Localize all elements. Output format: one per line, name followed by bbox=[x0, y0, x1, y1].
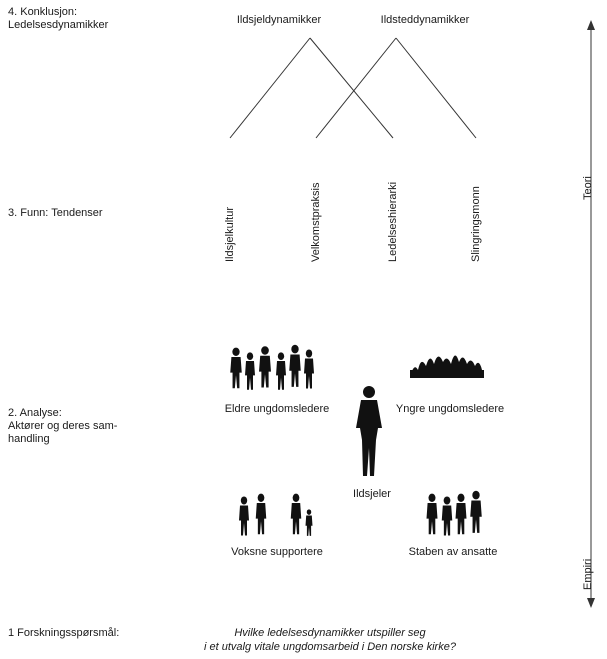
research-question-line2: i et utvalg vitale ungdomsarbeid i Den n… bbox=[204, 641, 456, 653]
conclusion-ildsjeldynamikker: Ildsjeldynamikker bbox=[236, 14, 322, 26]
tendency-slingringsmonn: Slingringsmonn bbox=[470, 186, 482, 262]
actor-ildsjeler: Ildsjeler bbox=[353, 488, 391, 500]
actor-older-leaders: Eldre ungdomsledere bbox=[224, 403, 330, 415]
connector-velkomstpraksis bbox=[315, 37, 397, 139]
theory-empiric-axis bbox=[587, 20, 595, 608]
connector-ildsjelkultur bbox=[229, 37, 311, 139]
tendency-ildsjelkultur: Ildsjelkultur bbox=[224, 206, 236, 262]
adult-supporters-silhouette-icon bbox=[239, 493, 313, 536]
arrow-up-icon bbox=[587, 20, 595, 30]
axis-label-teori: Teori bbox=[582, 176, 594, 200]
connector-ledelseshierarki bbox=[309, 37, 394, 139]
level-4-line1: 4. Konklusjon: bbox=[8, 6, 78, 18]
tendency-ledelseshierarki: Ledelseshierarki bbox=[387, 181, 399, 262]
level-4-line2: Ledelsesdynamikker bbox=[8, 19, 109, 31]
level-1-label: 1 Forskningsspørsmål: bbox=[8, 627, 120, 639]
older-leaders-silhouette-icon bbox=[230, 344, 314, 390]
actor-younger-leaders: Yngre ungdomsledere bbox=[395, 403, 505, 415]
actor-staff: Staben av ansatte bbox=[408, 546, 498, 558]
actor-adult-supporters: Voksne supportere bbox=[231, 546, 323, 558]
research-question-line1: Hvilke ledelsesdynamikker utspiller seg bbox=[234, 627, 426, 639]
staff-silhouette-icon bbox=[426, 490, 482, 536]
level-3-label: 3. Funn: Tendenser bbox=[8, 207, 103, 219]
axis-label-empiri: Empiri bbox=[582, 558, 594, 590]
research-question: Hvilke ledelsesdynamikker utspiller seg … bbox=[190, 626, 470, 654]
conclusion-ildsteddynamikker: Ildsteddynamikker bbox=[380, 14, 470, 26]
tendency-velkomstpraksis: Velkomstpraksis bbox=[310, 182, 322, 262]
level-2-line1: 2. Analyse: bbox=[8, 407, 62, 419]
connector-slingringsmonn bbox=[395, 37, 477, 139]
level-4-label: 4. Konklusjon: Ledelsesdynamikker bbox=[8, 6, 108, 32]
level-2-line3: handling bbox=[8, 433, 50, 445]
ildsjel-person-icon bbox=[356, 386, 382, 476]
level-2-label: 2. Analyse: Aktører og deres sam- handli… bbox=[8, 407, 117, 446]
younger-leaders-crowd-icon bbox=[410, 355, 484, 378]
arrow-down-icon bbox=[587, 598, 595, 608]
level-2-line2: Aktører og deres sam- bbox=[8, 420, 118, 432]
connector-lines bbox=[229, 37, 477, 139]
